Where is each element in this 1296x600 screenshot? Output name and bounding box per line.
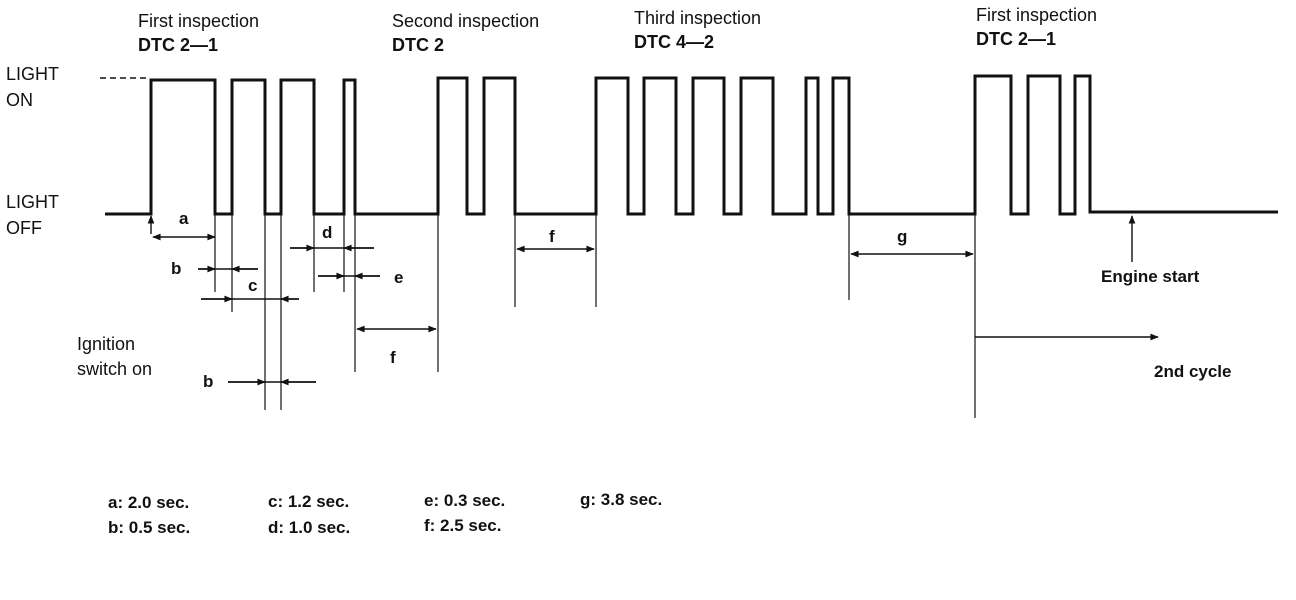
header-1-code: DTC 2—1 xyxy=(138,35,218,55)
dimension-label-c: c xyxy=(248,276,257,295)
header-4-code: DTC 2—1 xyxy=(976,29,1056,49)
header-3-title: Third inspection xyxy=(634,8,761,28)
ignition-label-line2: switch on xyxy=(77,359,152,379)
light-off-label-line2: OFF xyxy=(6,218,42,238)
dimension-label-f-second: f xyxy=(549,227,555,246)
dimension-label-a: a xyxy=(179,209,189,228)
second-cycle-label: 2nd cycle xyxy=(1154,362,1232,381)
dimension-label-e: e xyxy=(394,268,403,287)
light-on-label-line2: ON xyxy=(6,90,33,110)
engine-start-label: Engine start xyxy=(1101,267,1200,286)
dimension-label-d: d xyxy=(322,223,332,242)
dimension-label-f-first: f xyxy=(390,348,396,367)
light-on-label-line1: LIGHT xyxy=(6,64,59,84)
legend-a: a: 2.0 sec. xyxy=(108,493,189,512)
legend-b: b: 0.5 sec. xyxy=(108,518,190,537)
warning-light-waveform xyxy=(105,74,1278,216)
legend-c: c: 1.2 sec. xyxy=(268,492,349,511)
legend-d: d: 1.0 sec. xyxy=(268,518,350,537)
dimension-label-b-second: b xyxy=(203,372,213,391)
legend-f: f: 2.5 sec. xyxy=(424,516,502,535)
legend-e: e: 0.3 sec. xyxy=(424,491,505,510)
dimension-label-b-first: b xyxy=(171,259,181,278)
header-4-title: First inspection xyxy=(976,5,1097,25)
header-2-code: DTC 2 xyxy=(392,35,444,55)
header-3-code: DTC 4—2 xyxy=(634,32,714,52)
light-off-label-line1: LIGHT xyxy=(6,192,59,212)
dimension-label-g: g xyxy=(897,227,907,246)
header-1-title: First inspection xyxy=(138,11,259,31)
legend-g: g: 3.8 sec. xyxy=(580,490,662,509)
ignition-label-line1: Ignition xyxy=(77,334,135,354)
extension-lines xyxy=(214,214,976,418)
header-2-title: Second inspection xyxy=(392,11,539,31)
